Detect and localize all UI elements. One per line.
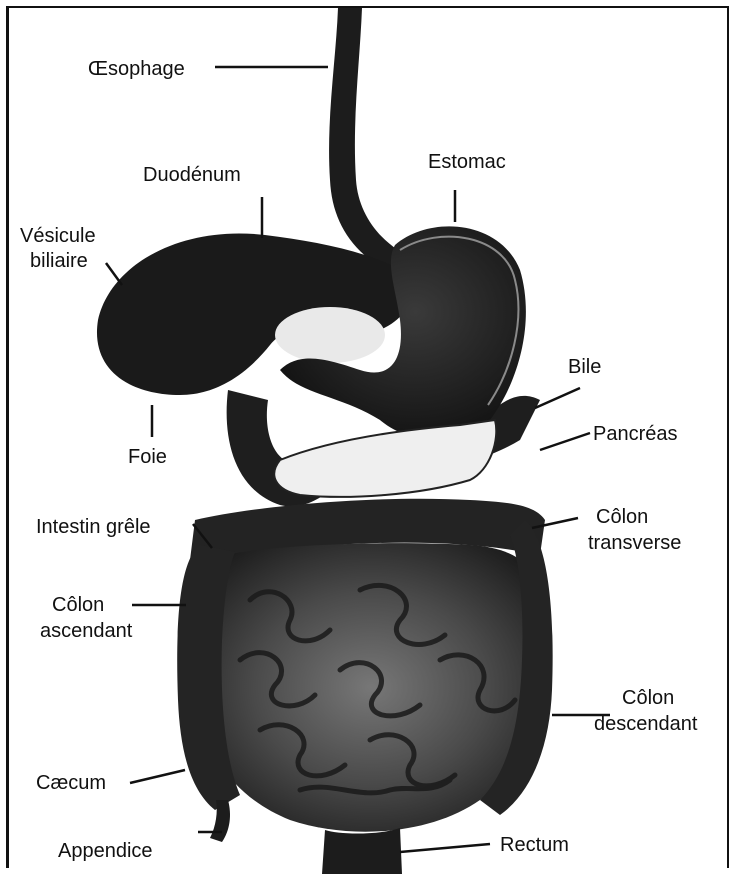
label-colon-transverse-line2: transverse xyxy=(588,532,681,555)
liver-highlight xyxy=(275,307,385,363)
label-colon-ascendant-line2: ascendant xyxy=(40,620,132,643)
label-pancreas: Pancréas xyxy=(593,423,678,446)
label-estomac: Estomac xyxy=(428,151,506,174)
label-duodenum: Duodénum xyxy=(143,164,241,187)
rectum-shape xyxy=(322,828,402,874)
label-colon-ascendant-line1: Côlon xyxy=(52,594,104,617)
label-intestin-grele: Intestin grêle xyxy=(36,516,151,539)
label-rectum: Rectum xyxy=(500,834,569,857)
label-appendice: Appendice xyxy=(58,840,153,863)
label-colon-descendant-line1: Côlon xyxy=(622,687,674,710)
label-caecum: Cæcum xyxy=(36,772,106,795)
label-foie: Foie xyxy=(128,446,167,469)
label-oesophage: Œsophage xyxy=(88,58,185,81)
label-bile: Bile xyxy=(568,356,601,379)
label-colon-descendant-line2: descendant xyxy=(594,713,697,736)
pancreas-shape xyxy=(274,420,496,497)
label-vesicule-line2: biliaire xyxy=(30,250,88,273)
oesophagus-shape xyxy=(329,8,398,272)
label-vesicule-line1: Vésicule xyxy=(20,225,96,248)
label-colon-transverse-line1: Côlon xyxy=(596,506,648,529)
